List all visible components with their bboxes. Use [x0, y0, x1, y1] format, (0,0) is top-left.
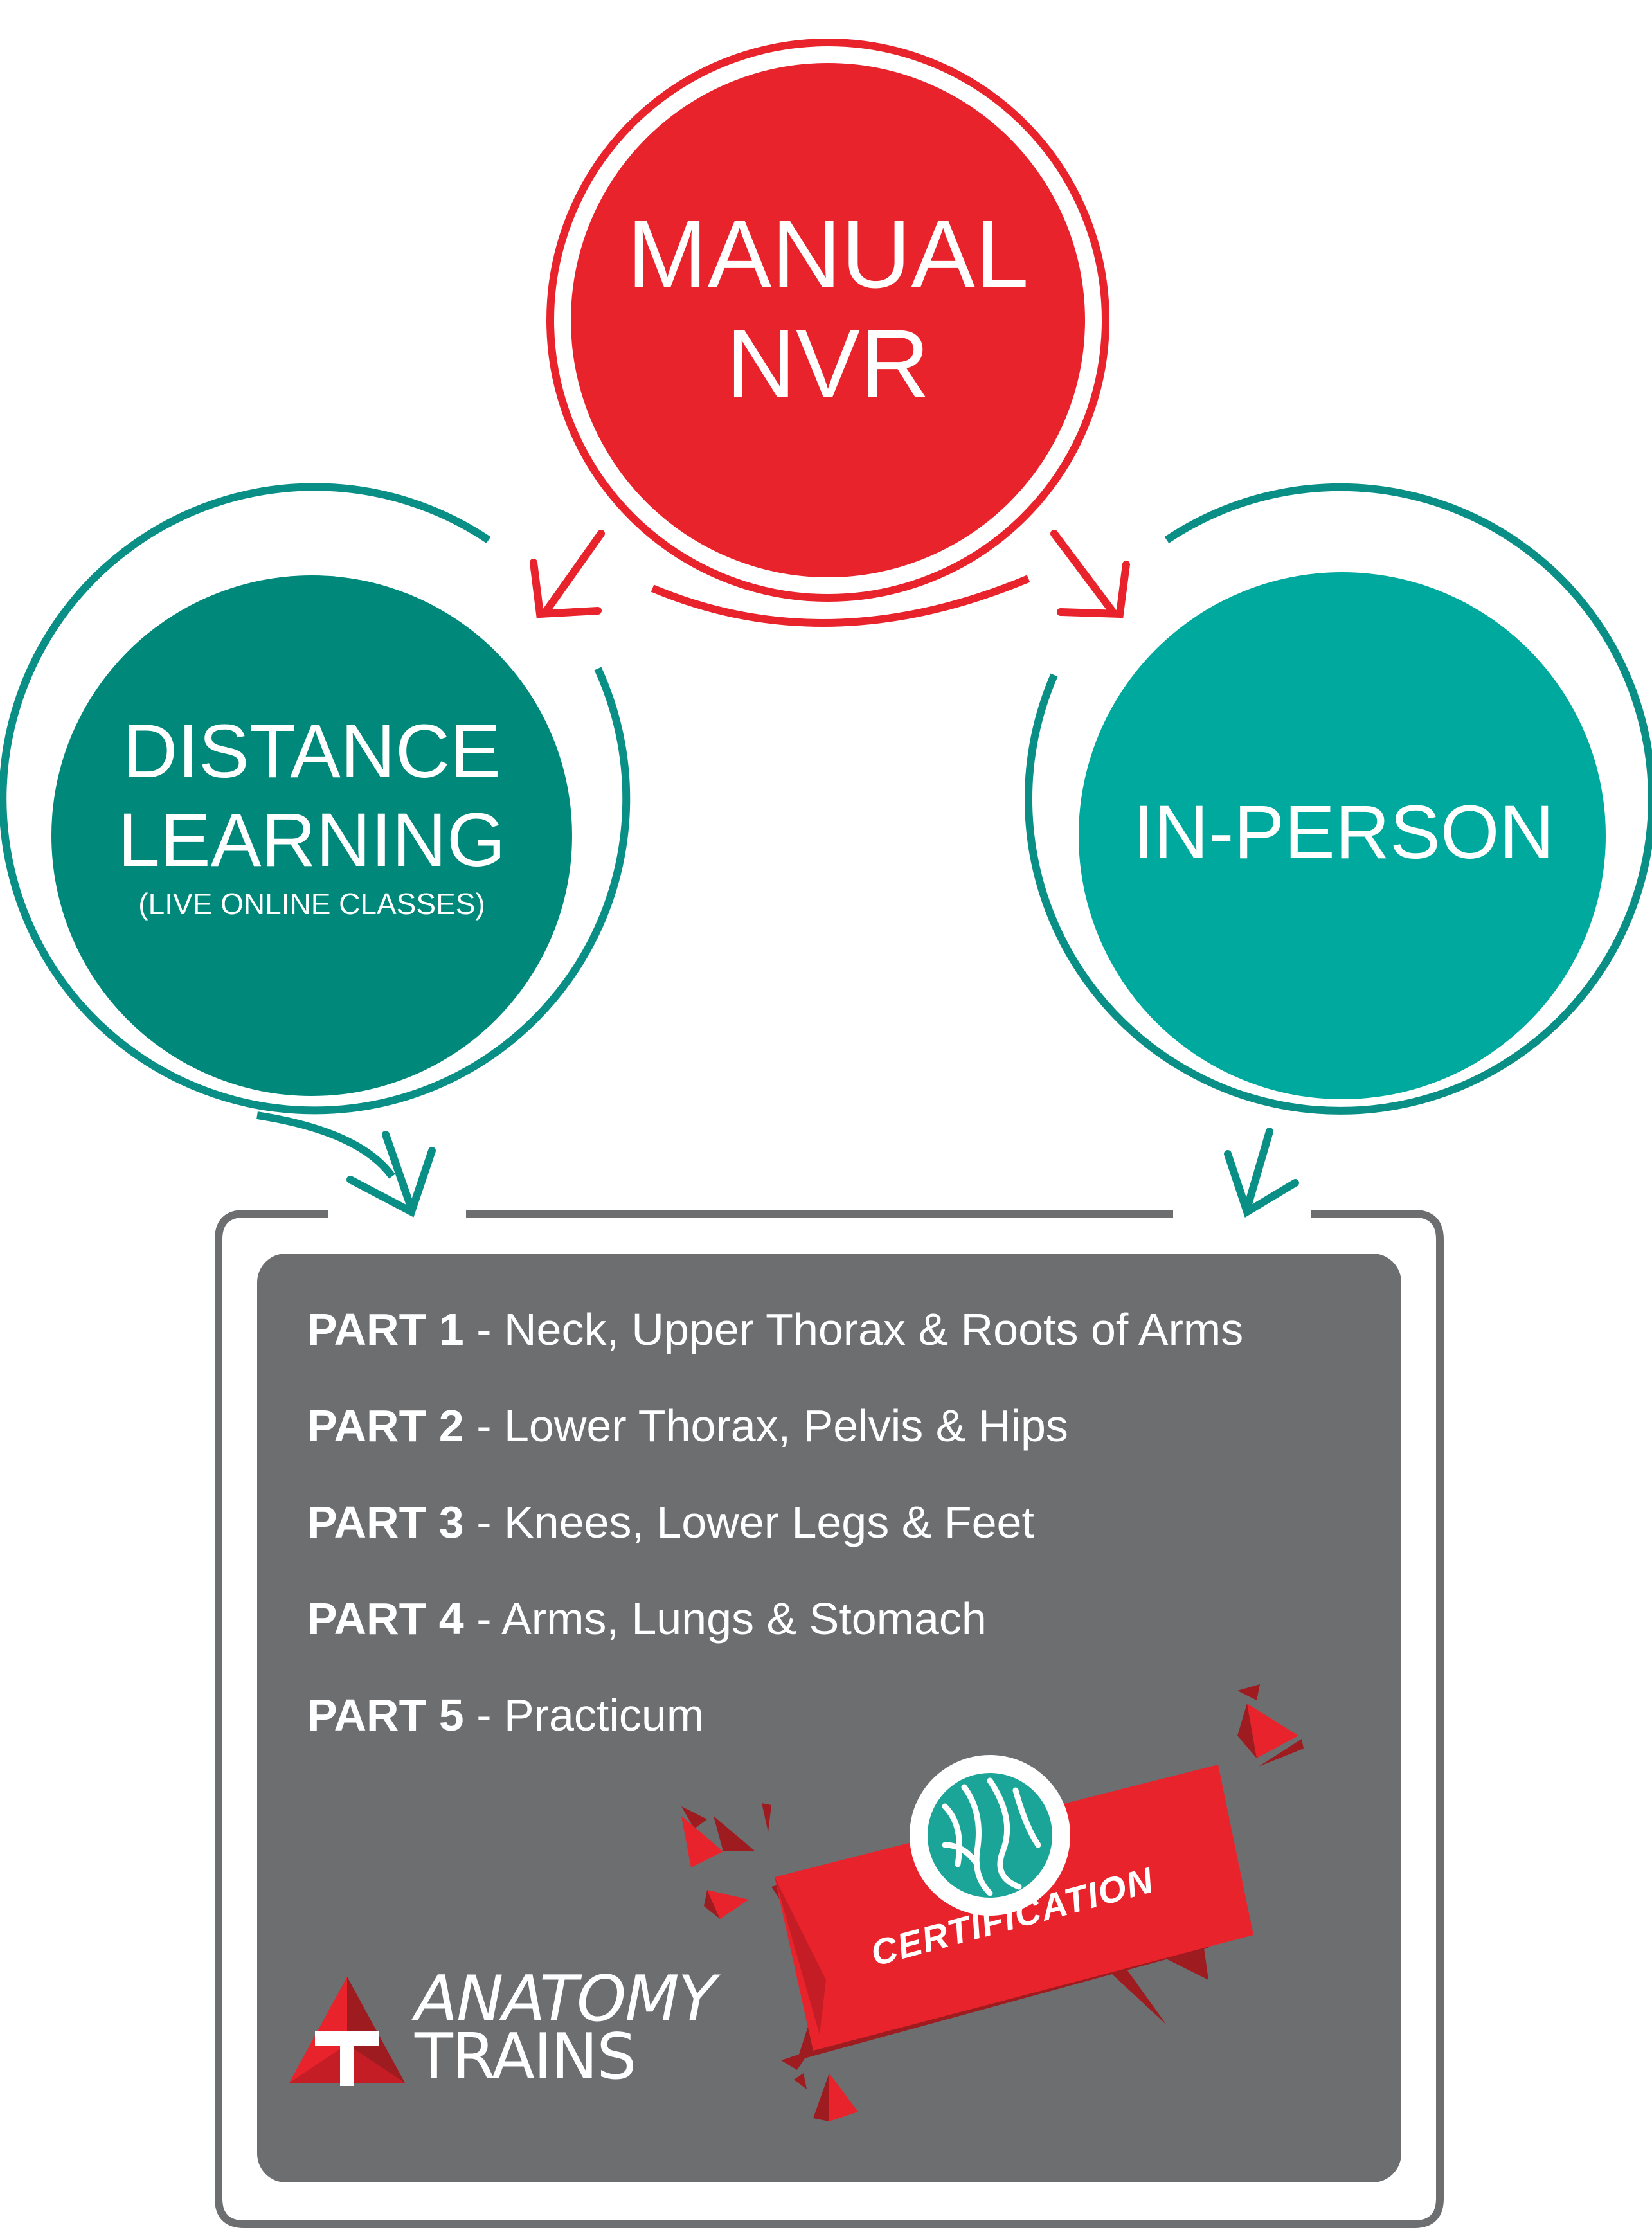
outer-frame [215, 1210, 1444, 2228]
part-text: Neck, Upper Thorax & Roots of Arms [503, 1304, 1244, 1354]
distance-learning-disc [51, 575, 572, 1096]
inperson-label: IN-PERSON [1133, 790, 1554, 875]
part-text: Knees, Lower Legs & Feet [503, 1497, 1034, 1547]
part-text: Practicum [503, 1690, 705, 1740]
part-separator: - [463, 1401, 504, 1451]
arrow-down-right-icon [1050, 530, 1130, 618]
manual-line: MANUAL [627, 200, 1029, 308]
part-separator: - [463, 1497, 504, 1547]
distance-ring [0, 483, 631, 1115]
part-text: Arms, Lungs & Stomach [501, 1594, 987, 1644]
certification-seal-icon [910, 1755, 1070, 1916]
part-separator: - [463, 1304, 504, 1354]
manual-nvr-circle [546, 39, 1109, 602]
part-label: PART 3 [307, 1497, 464, 1547]
list-item: PART 2 - Lower Thorax, Pelvis & Hips [307, 1394, 1400, 1490]
part-label: PART 4 [307, 1594, 464, 1644]
nvr-line: NVR [726, 309, 930, 417]
part-text: Lower Thorax, Pelvis & Hips [503, 1401, 1068, 1451]
list-item: PART 1 - Neck, Upper Thorax & Roots of A… [307, 1297, 1400, 1394]
distance-subtitle: (LIVE ONLINE CLASSES) [138, 887, 485, 921]
list-item: PART 4 - Arms, Lungs & Stomach [307, 1587, 1400, 1683]
distance-learning-label: DISTANCE LEARNING (LIVE ONLINE CLASSES) [84, 707, 540, 923]
inperson-ring [1024, 483, 1652, 1115]
confetti [681, 1684, 1304, 2121]
list-item: PART 5 - Practicum [307, 1683, 1400, 1779]
part-label: PART 5 [307, 1690, 464, 1740]
learning-line: LEARNING [118, 798, 506, 883]
part-separator: - [463, 1594, 502, 1644]
part-label: PART 1 [307, 1304, 464, 1354]
distance-line: DISTANCE [123, 709, 501, 794]
parts-list: PART 1 - Neck, Upper Thorax & Roots of A… [307, 1297, 1400, 1779]
logo-line-trains: TRAINS [415, 2021, 636, 2094]
part-separator: - [463, 1690, 504, 1740]
anatomy-trains-logo-icon [289, 1977, 405, 2086]
arrow-down-right-icon [346, 1131, 436, 1218]
manual-nvr-label: MANUAL NVR [571, 199, 1085, 418]
list-item: PART 3 - Knees, Lower Legs & Feet [307, 1490, 1400, 1587]
inperson-disc [1079, 572, 1606, 1099]
part-label: PART 2 [307, 1401, 464, 1451]
logo-line-anatomy: ANATOMY [415, 1963, 717, 2036]
arrow-down-left-icon [1224, 1128, 1299, 1218]
manual-nvr-disc [571, 63, 1085, 577]
arrow-down-left-icon [530, 530, 605, 618]
